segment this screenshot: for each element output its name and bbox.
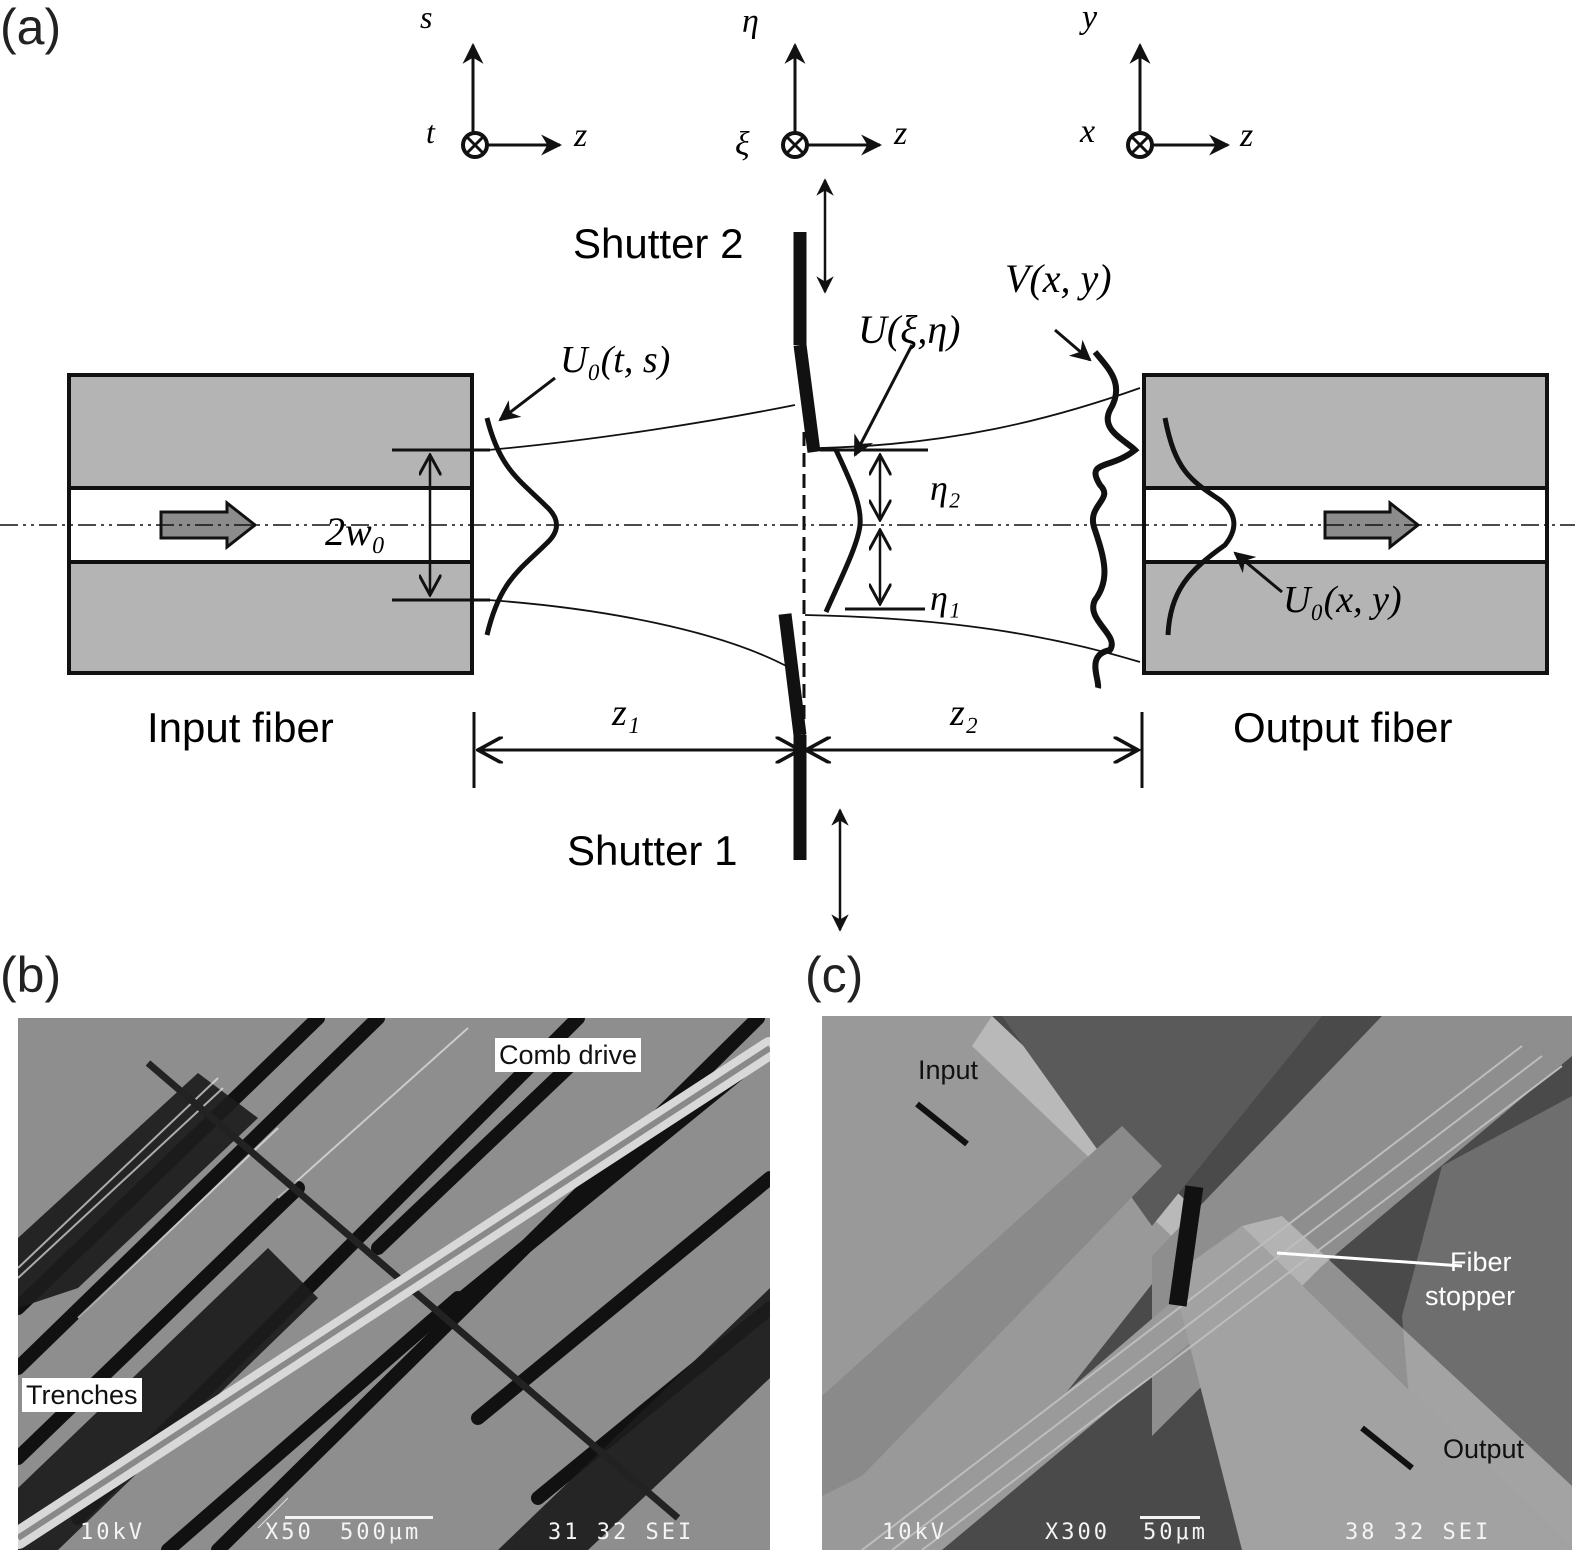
input-gaussian-curve <box>484 417 559 636</box>
output-fiber-label: Output fiber <box>1233 704 1452 751</box>
aperture-field-curve <box>823 448 863 614</box>
sem-c-scale: 50μm <box>1143 1520 1208 1545</box>
into-page-icon <box>781 131 809 159</box>
panel-label-b: (b) <box>0 947 62 1003</box>
sem-image-c <box>822 1016 1572 1550</box>
distance-dimensions: z₁ z₂ <box>472 692 1144 788</box>
sem-b-magnification: X50 <box>265 1520 314 1545</box>
comb-drive-callout: Comb drive <box>495 1038 642 1073</box>
sem-b-info: 31 32 SEI <box>548 1520 695 1545</box>
input-fiber-label: Input fiber <box>147 704 334 751</box>
sem-b-scale-bar <box>285 1516 433 1519</box>
mode-width-label: 2w₀ <box>325 509 386 554</box>
axis-label-z: z <box>1239 117 1253 154</box>
sem-image-b <box>18 1018 770 1550</box>
coord-system-output: y x z <box>1079 0 1253 159</box>
axis-label-xi: ξ <box>735 126 750 163</box>
fiber-stopper-callout-line1: Fiber <box>1450 1247 1512 1277</box>
aperture-field-label: U(ξ,η) <box>858 307 961 352</box>
axis-label-z: z <box>893 115 907 152</box>
coord-system-shutter: η ξ z <box>735 3 907 163</box>
shutter-2-label: Shutter 2 <box>573 220 743 267</box>
eta-2-label: η₂ <box>930 468 960 508</box>
trenches-callout: Trenches <box>22 1378 142 1413</box>
z2-label: z₂ <box>949 692 978 734</box>
sem-texture-c <box>822 1016 1572 1550</box>
input-fiber <box>67 373 474 675</box>
sem-c-magnification: X300 <box>1045 1520 1110 1545</box>
fiber-mode-curve <box>1162 417 1237 636</box>
mode-width-dimension: 2w₀ <box>325 448 490 602</box>
sem-c-voltage: 10kV <box>882 1520 947 1545</box>
sem-b-scale: 500μm <box>340 1520 422 1545</box>
output-field-curve <box>1090 350 1140 689</box>
axis-label-eta: η <box>742 3 759 40</box>
output-callout: Output <box>1443 1434 1525 1464</box>
into-page-icon <box>1126 131 1154 159</box>
sem-texture-b <box>18 1018 770 1550</box>
fiber-stopper-callout-line2: stopper <box>1425 1281 1516 1311</box>
panel-label-a: (a) <box>0 0 62 55</box>
fiber-mode-label: U₀(x, y) <box>1283 579 1402 621</box>
sem-c-scale-bar <box>1140 1516 1200 1519</box>
panel-label-c: (c) <box>805 947 864 1003</box>
axis-label-z: z <box>573 117 587 154</box>
output-fiber <box>1142 373 1549 675</box>
input-field-label: U₀(t, s) <box>560 339 670 381</box>
axis-label-y: y <box>1079 0 1098 36</box>
optical-diagram: s t z η ξ z y x z 2w₀ U₀(t <box>0 0 1575 932</box>
coord-system-input: s t z <box>420 0 587 159</box>
shutter-1-label: Shutter 1 <box>567 827 737 874</box>
output-field-label: V(x, y) <box>1005 256 1112 301</box>
sem-c-info: 38 32 SEI <box>1345 1520 1492 1545</box>
into-page-icon <box>461 131 489 159</box>
sem-b-voltage: 10kV <box>80 1520 145 1545</box>
axis-label-x: x <box>1079 113 1095 150</box>
input-callout: Input <box>918 1055 979 1085</box>
shutter-2: Shutter 2 <box>573 178 834 453</box>
shutter-1: Shutter 1 <box>567 613 849 932</box>
axis-label-t: t <box>426 114 436 150</box>
z1-label: z₁ <box>611 692 640 734</box>
axis-label-s: s <box>420 0 432 35</box>
eta-1-label: η₁ <box>930 578 960 618</box>
